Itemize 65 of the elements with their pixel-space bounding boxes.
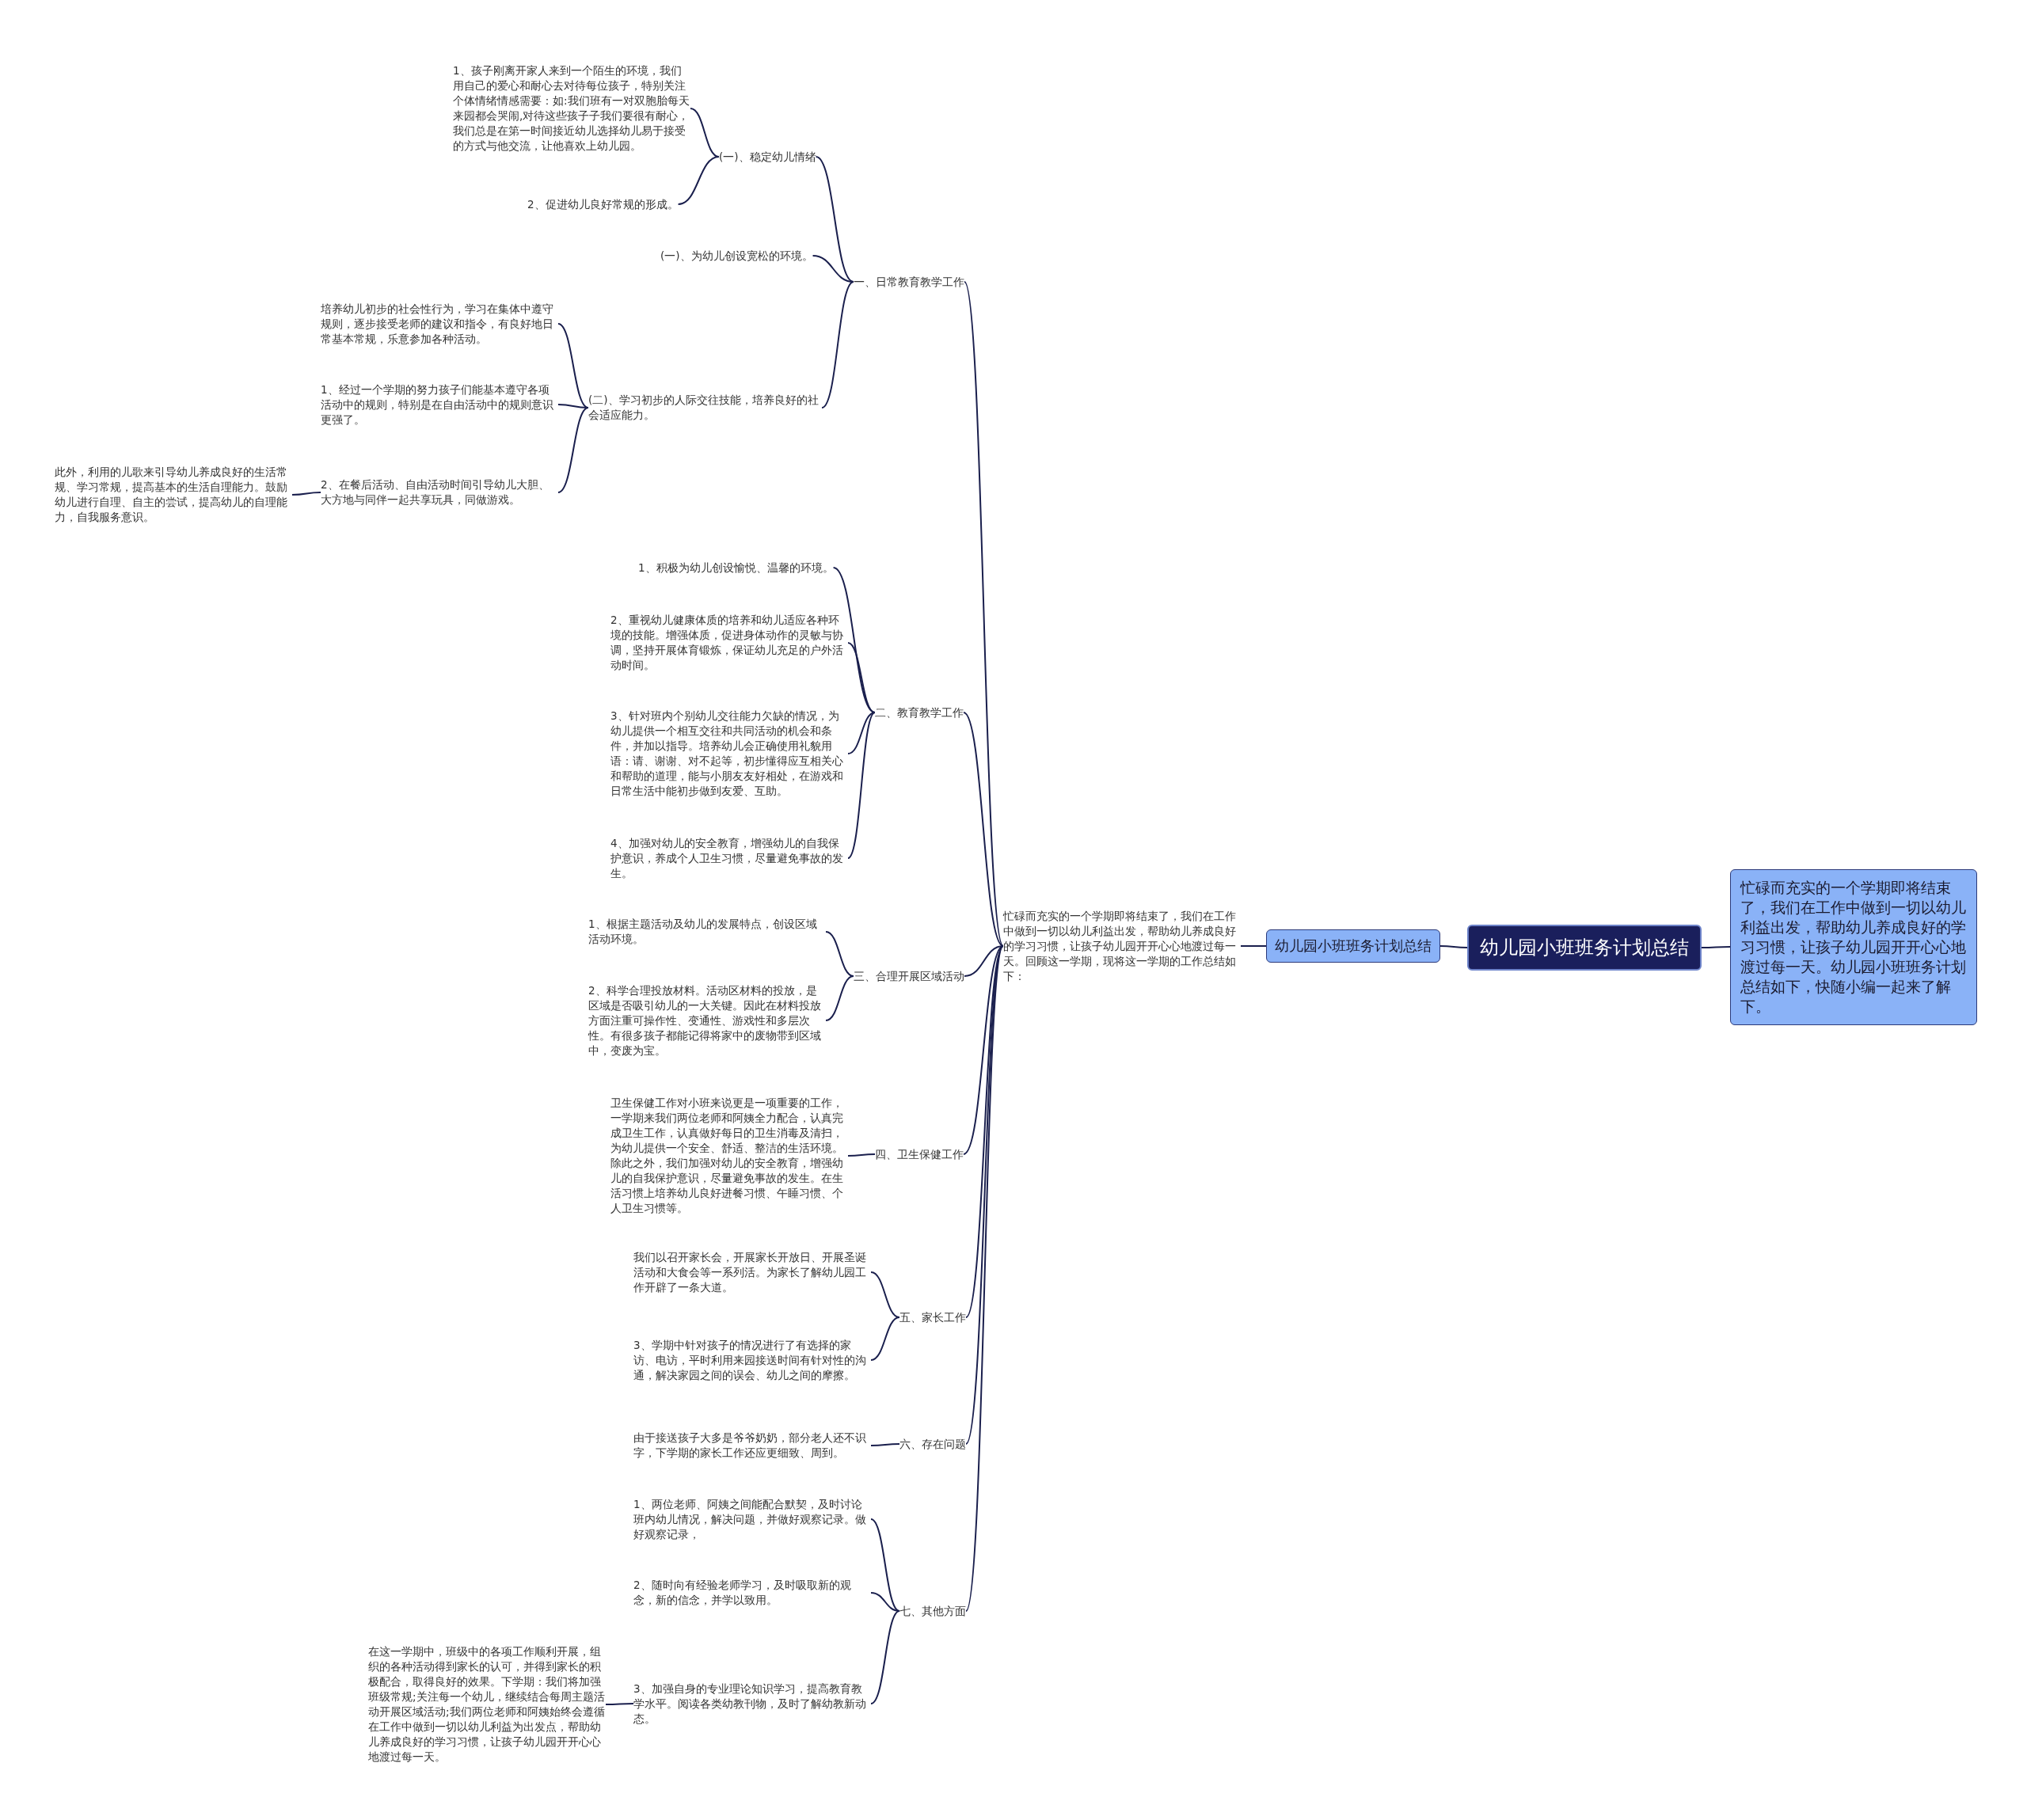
connector-line xyxy=(847,712,876,754)
branch-text: 2、随时向有经验老师学习，及时吸取新的观念，新的信念，并学以致用。 xyxy=(633,1578,871,1608)
connector-line xyxy=(870,1610,900,1704)
connector-line xyxy=(870,1592,900,1612)
branch-text: 1、根据主题活动及幼儿的发展特点，创设区域活动环境。 xyxy=(588,917,826,947)
connector-line xyxy=(1701,946,1731,948)
topic-box: 幼儿园小班班务计划总结 xyxy=(1266,929,1440,963)
branch-text: 一、日常教育教学工作 xyxy=(854,274,964,290)
connector-line xyxy=(847,712,876,859)
branch-text: 忙碌而充实的一个学期即将结束了，我们在工作中做到一切以幼儿利益出发，帮助幼儿养成良好的学习习惯，让孩子幼儿园开开心心地渡过每一天。回顾这一学期，现将这一学期的工作总结如下： xyxy=(1003,908,1241,984)
branch-text: (一)、稳定幼儿情绪 xyxy=(719,149,816,165)
branch-text: (一)、为幼儿创设宽松的环境。 xyxy=(660,248,813,264)
connector-line xyxy=(557,404,589,408)
connector-line xyxy=(815,156,854,283)
connector-line xyxy=(847,642,876,713)
branch-text: 3、学期中针对孩子的情况进行了有选择的家访、电访，平时利用来园接送时间有针对性的沟通，解决家园之间的误会、幼儿之间的摩擦。 xyxy=(633,1337,871,1383)
branch-text: 3、加强自身的专业理论知识学习，提高教育教学水平。阅读各类幼教刊物，及时了解幼教新动态。 xyxy=(633,1681,871,1727)
connector-line xyxy=(1439,945,1468,948)
branch-text: 三、合理开展区域活动 xyxy=(854,968,964,984)
branch-text: 4、加强对幼儿的安全教育，增强幼儿的自我保护意识，养成个人卫生习惯，尽量避免事故的发生。 xyxy=(610,835,848,881)
branch-text: 3、针对班内个别幼儿交往能力欠缺的情况，为幼儿提供一个相互交往和共同活动的机会和条件，并加以指导。培养幼儿会正确使用礼貌用语：请、谢谢、对不起等，初步懂得应互相关心和帮助的道理，能与小朋友友好相处，在游戏和日常生活中能初步做到友爱、互助。 xyxy=(610,709,848,799)
connector-line xyxy=(825,931,854,977)
branch-text: 此外，利用的儿歌来引导幼儿养成良好的生活常规、学习常规，提高基本的生活自理能力。鼓励幼儿进行自理、自主的尝试，提高幼儿的自理能力，自我服务意识。 xyxy=(55,465,292,525)
connector-line xyxy=(964,281,1004,947)
connector-line xyxy=(557,323,589,408)
connector-line xyxy=(557,407,589,493)
connector-line xyxy=(870,1518,900,1612)
central-topic-box: 幼儿园小班班务计划总结 xyxy=(1467,925,1702,971)
connector-line xyxy=(605,1703,634,1705)
connector-line xyxy=(690,108,720,158)
connector-line xyxy=(965,945,1004,1445)
branch-text: 在这一学期中，班级中的各项工作顺利开展，组织的各种活动得到家长的认可，并得到家长的积极配合，取得良好的效果。下学期：我们将加强班级常规;关注每一个幼儿，继续结合每周主题活动开展区域活动;我们两位老师和阿姨始终会遵循在工作中做到一切以幼儿利益为出发点，帮助幼儿养成良好的学习习惯，让孩子幼儿园开开心心地渡过每一天。 xyxy=(368,1644,606,1765)
branch-text: 1、两位老师、阿姨之间能配合默契，及时讨论班内幼儿情况，解决问题，并做好观察记录。做好观察记录， xyxy=(633,1496,871,1542)
branch-text: 2、科学合理投放材料。活动区材料的投放，是区域是否吸引幼儿的一大关键。因此在材料投放方面注重可操作性、变通性、游戏性和多层次性。有很多孩子都能记得将家中的废物带到区域中，变废为宝。 xyxy=(588,982,826,1058)
branch-text: 1、积极为幼儿创设愉悦、温馨的环境。 xyxy=(638,560,834,576)
branch-text: 由于接送孩子大多是爷爷奶奶，部分老人还不识字，下学期的家长工作还应更细致、周到。 xyxy=(633,1431,871,1461)
connector-line xyxy=(963,945,1004,1155)
branch-text: 五、家长工作 xyxy=(899,1309,966,1325)
connector-line xyxy=(812,255,854,283)
branch-text: 六、存在问题 xyxy=(899,1436,966,1452)
connector-line xyxy=(291,492,321,496)
branch-text: 2、在餐后活动、自由活动时间引导幼儿大胆、大方地与同伴一起共享玩具，同做游戏。 xyxy=(321,477,558,507)
branch-text: (二)、学习初步的人际交往技能，培养良好的社会适应能力。 xyxy=(588,393,822,423)
connector-line xyxy=(1240,945,1267,947)
branch-text: 卫生保健工作对小班来说更是一项重要的工作，一学期来我们两位老师和阿姨全力配合，认真完成卫生工作，认真做好每日的卫生消毒及清扫，为幼儿提供一个安全、舒适、整洁的生活环境。除此之外，我们加强对幼儿的安全教育，增强幼儿的自我保护意识，尽量避免事故的发生。在生活习惯上培养幼儿良好进餐习惯、午睡习惯、个人卫生习惯等。 xyxy=(610,1096,848,1216)
summary-note-box: 忙碌而充实的一个学期即将结束了，我们在工作中做到一切以幼儿利益出发，帮助幼儿养成良好的学习习惯，让孩子幼儿园开开心心地渡过每一天。幼儿园小班班务计划总结如下，快随小编一起来了解下。 xyxy=(1730,868,1977,1025)
connector-line xyxy=(870,1271,900,1318)
connector-line xyxy=(870,1317,900,1361)
branch-text: 七、其他方面 xyxy=(899,1603,966,1619)
branch-text: 2、重视幼儿健康体质的培养和幼儿适应各种环境的技能。增强体质，促进身体动作的灵敏与协调，坚持开展体育锻炼，保证幼儿充足的户外活动时间。 xyxy=(610,613,848,673)
branch-text: 四、卫生保健工作 xyxy=(875,1146,964,1162)
branch-text: 我们以召开家长会，开展家长开放日、开展圣诞活动和大食会等一系列活。为家长了解幼儿园工作开辟了一条大道。 xyxy=(633,1249,871,1295)
connector-line xyxy=(821,281,854,408)
branch-text: 二、教育教学工作 xyxy=(875,705,964,720)
branch-text: 1、经过一个学期的努力孩子们能基本遵守各项活动中的规则，特别是在自由活动中的规则意识更强了。 xyxy=(321,382,558,427)
branch-text: 2、促进幼儿良好常规的形成。 xyxy=(527,196,679,212)
branch-text: 1、孩子刚离开家人来到一个陌生的环境，我们用自己的爱心和耐心去对待每位孩子，特别关注个体情绪情感需要：如:我们班有一对双胞胎每天来园都会哭闹,对待这些孩子子我们要很有耐心，我们总是在第一时间接近幼儿选择幼儿易于接受的方式与他交流，让他喜欢上幼儿园。 xyxy=(453,63,690,154)
connector-line xyxy=(825,975,854,1021)
connector-line xyxy=(963,712,1004,947)
connector-line xyxy=(965,945,1004,1612)
connector-line xyxy=(964,945,1004,977)
branch-text: 培养幼儿初步的社会性行为，学习在集体中遵守规则，逐步接受老师的建议和指令，有良好地日常基本常规，乐意参加各种活动。 xyxy=(321,301,558,347)
connector-line xyxy=(677,156,720,205)
connector-line xyxy=(847,1153,876,1157)
connector-line xyxy=(870,1443,900,1446)
